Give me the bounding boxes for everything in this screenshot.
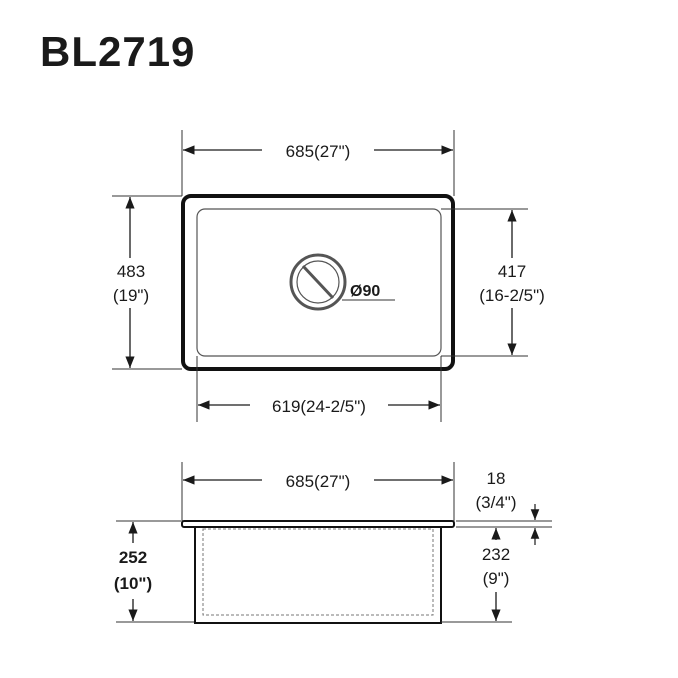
bowl-width-label: 619(24-2/5") [272, 397, 366, 416]
bowl-height-in: (16-2/5") [479, 286, 545, 305]
drain-diameter-label: Ø90 [350, 283, 380, 300]
total-depth-in: (10") [114, 574, 152, 593]
sink-bowl-inner-dashed [202, 528, 434, 616]
top-overall-height-mm: 483 [117, 262, 145, 281]
bowl-depth-in: (9") [483, 569, 510, 588]
side-view: 685(27") 18 (3/4") 232 (9") 252 (10") [100, 462, 552, 624]
sink-bowl-side [194, 526, 442, 624]
drain-icon [289, 253, 347, 311]
total-depth-mm: 252 [119, 548, 147, 567]
top-overall-width-label: 685(27") [286, 142, 351, 161]
bowl-height-mm: 417 [498, 262, 526, 281]
sink-bowl-outline [196, 208, 442, 357]
sink-outer-outline [181, 194, 455, 371]
side-overall-width-label: 685(27") [286, 472, 351, 491]
top-overall-height-in: (19") [113, 286, 149, 305]
rim-thickness-in: (3/4") [476, 493, 517, 512]
bowl-depth-mm: 232 [482, 545, 510, 564]
model-title: BL2719 [40, 28, 196, 75]
top-view: 685(27") Ø90 483 (19") 417 (16-2/5") [100, 130, 568, 422]
rim-thickness-mm: 18 [487, 469, 506, 488]
